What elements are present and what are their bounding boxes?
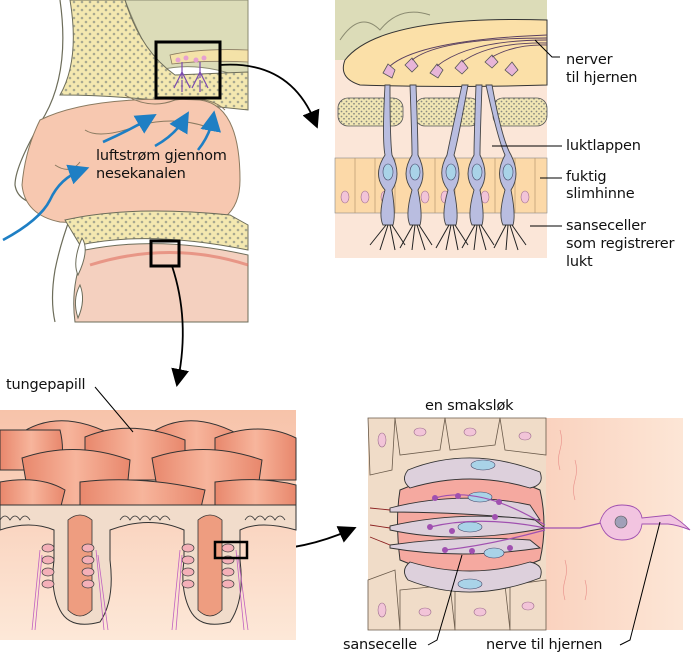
tongue-surface xyxy=(89,251,249,267)
airflow-arrow xyxy=(102,113,157,144)
cribriform-plate xyxy=(337,97,548,127)
airflow-arrow xyxy=(196,110,221,151)
nerves-label-line2: til hjernen xyxy=(566,70,638,86)
taste-bud-leader-lines xyxy=(427,521,661,646)
supporting-cells xyxy=(404,457,542,593)
taste-bud-title: en smaksløk xyxy=(425,398,514,414)
sensory-cell-label: sansecelle xyxy=(343,637,417,653)
taste-nerve-fibers xyxy=(429,494,606,551)
olfactory-receptor-cells xyxy=(369,84,527,251)
taste-bud-detail xyxy=(367,417,691,631)
receptors-label-line3: lukt xyxy=(566,254,593,270)
olfactory-leader-lines xyxy=(492,39,562,227)
receptors-label-line1: sanseceller xyxy=(566,218,646,234)
tongue-papillae-detail xyxy=(0,410,297,640)
airflow-label-line2: nesekanalen xyxy=(96,166,186,182)
nose-cross-section xyxy=(0,0,249,323)
olfactory-epithelium-detail xyxy=(334,0,548,258)
airflow-label-line1: luftstrøm gjennom xyxy=(96,148,227,164)
hard-palate xyxy=(64,210,249,251)
tooth xyxy=(74,283,84,320)
nerve-cell xyxy=(599,504,691,541)
papilla-label: tungepapill xyxy=(6,377,86,393)
olfactory-nerve-mini xyxy=(169,49,249,92)
airflow-arrow xyxy=(2,164,90,242)
taste-buds xyxy=(41,543,235,589)
receptors-label-line2: som registrerer xyxy=(566,236,675,252)
mitral-neurons xyxy=(382,54,519,79)
mucosa-label-line1: fuktig xyxy=(566,169,607,185)
olfactory-zoom-box xyxy=(154,40,222,100)
airflow-arrow xyxy=(154,111,189,148)
airflow-arrows xyxy=(2,110,221,242)
taste-nerves xyxy=(31,549,249,631)
tongue-zoom-box xyxy=(149,239,181,268)
taste-bud-zoom-box xyxy=(213,540,249,560)
zoom-arrow-olfactory xyxy=(219,63,320,129)
tooth xyxy=(75,236,86,277)
papilla-leader-line xyxy=(94,386,134,433)
nerve-label: nerve til hjernen xyxy=(486,637,603,653)
epithelial-cells xyxy=(367,417,547,631)
olfactory-bulb-label: luktlappen xyxy=(566,138,641,154)
zoom-arrow-tongue xyxy=(171,265,189,388)
tongue-papilla xyxy=(0,420,297,515)
nerves-label-line1: nerver xyxy=(566,52,613,68)
mucosa-label-line2: slimhinne xyxy=(566,186,635,202)
